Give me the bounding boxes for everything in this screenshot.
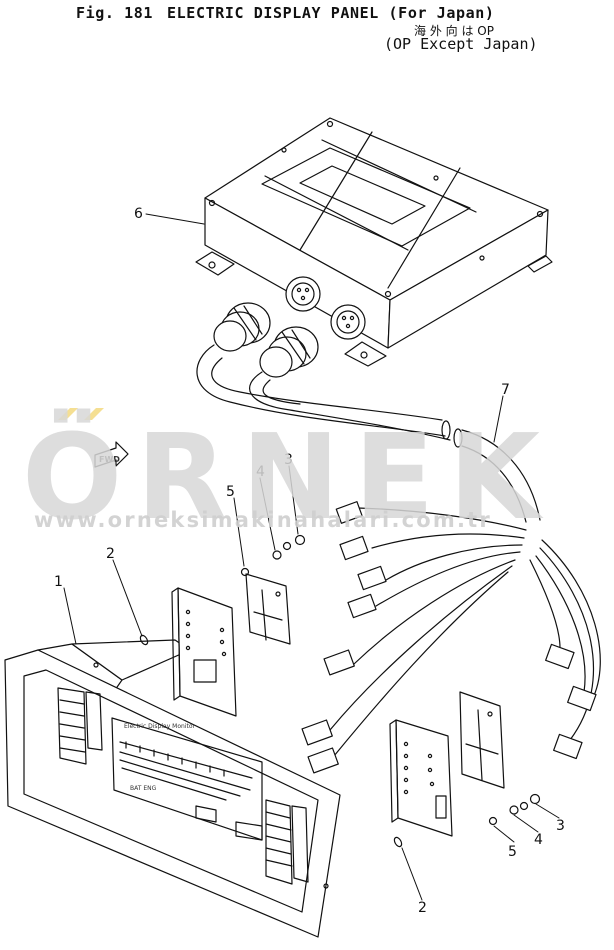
callout-7: 7 bbox=[501, 382, 510, 398]
callout-6: 6 bbox=[134, 206, 143, 222]
svg-text:BAT ENG: BAT ENG bbox=[130, 785, 157, 792]
japanese-note: 海 外 向 は OP bbox=[414, 24, 494, 38]
mounting-bracket-left bbox=[245, 573, 291, 645]
wire-harness bbox=[196, 344, 601, 757]
callout-2-bottom: 2 bbox=[418, 900, 427, 916]
callout-2-left: 2 bbox=[106, 546, 115, 562]
figure-subtitle: (OP Except Japan) bbox=[384, 35, 538, 53]
forward-arrow-icon bbox=[94, 441, 129, 468]
fwd-label: FWD bbox=[99, 455, 120, 464]
round-connector-lower bbox=[259, 326, 319, 378]
figure-title: Fig. 181 ELECTRIC DISPLAY PANEL (For Japa… bbox=[76, 4, 495, 22]
circuit-board-left bbox=[171, 587, 237, 717]
leader-lines bbox=[63, 213, 560, 901]
mounting-bracket-right bbox=[459, 691, 505, 789]
control-box bbox=[195, 117, 553, 367]
callout-3-top: 3 bbox=[284, 452, 293, 468]
callout-3-right: 3 bbox=[556, 818, 565, 834]
callout-1: 1 bbox=[54, 574, 63, 590]
round-connector-upper bbox=[213, 302, 271, 352]
fasteners bbox=[139, 534, 541, 848]
display-panel: Electric Display Monitor BAT ENG bbox=[4, 639, 341, 938]
svg-text:Electric Display Monitor: Electric Display Monitor bbox=[124, 723, 196, 730]
figure-title-text: ELECTRIC DISPLAY PANEL (For Japan) bbox=[167, 4, 495, 22]
callout-5-right: 5 bbox=[508, 844, 517, 860]
callout-5-top: 5 bbox=[226, 484, 235, 500]
harness-plugs bbox=[301, 501, 597, 774]
callout-4-top: 4 bbox=[256, 464, 265, 480]
callout-4-right: 4 bbox=[534, 832, 543, 848]
figure-number: Fig. 181 bbox=[76, 4, 154, 22]
circuit-board-right bbox=[389, 719, 453, 837]
